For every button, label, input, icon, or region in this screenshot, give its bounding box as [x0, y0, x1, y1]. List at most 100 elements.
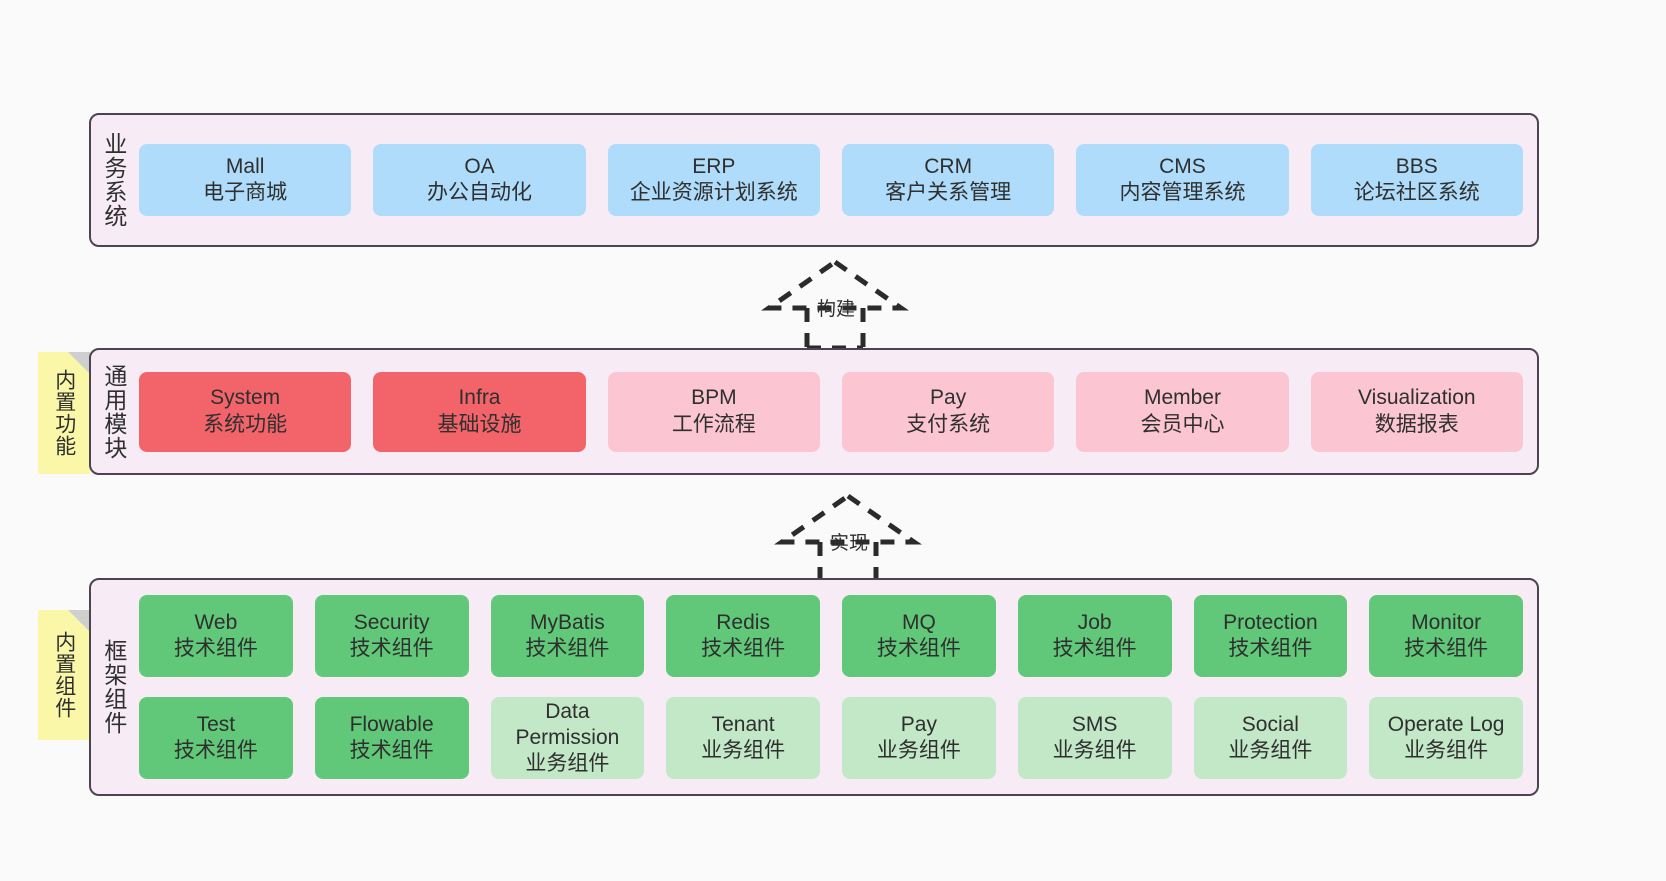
node-name: Member [1143, 386, 1221, 410]
node-oa[interactable]: OA 办公自动化 [373, 144, 586, 216]
node-desc: 技术组件 [349, 739, 434, 762]
node-system[interactable]: System 系统功能 [139, 371, 352, 452]
layer-common-modules: 通用模块 System 系统功能 Infra 基础设施 BPM 工作流程 Pay… [89, 348, 1539, 475]
node-web[interactable]: Web 技术组件 [139, 595, 293, 677]
node-name: Monitor [1411, 610, 1482, 634]
node-desc: 会员中心 [1140, 412, 1225, 436]
node-name: CRM [924, 154, 973, 178]
node-desc: 系统功能 [203, 412, 288, 436]
node-desc: 业务组件 [1404, 739, 1489, 762]
node-job[interactable]: Job 技术组件 [1017, 595, 1172, 677]
connector-build-label: 构建 [817, 299, 856, 320]
node-name: SMS [1071, 712, 1118, 736]
node-flowable[interactable]: Flowable 技术组件 [314, 697, 469, 779]
layer-row: Mall 电子商城 OA 办公自动化 ERP 企业资源计划系统 CRM 客户关系… [139, 144, 1523, 216]
layer-business-systems: 业务系统 Mall 电子商城 OA 办公自动化 ERP 企业资源计划系统 CRM… [89, 113, 1539, 247]
layer-row: Web 技术组件 Security 技术组件 MyBatis 技术组件 Redi… [139, 595, 1523, 677]
node-name: MQ [901, 610, 936, 634]
connector-implement-label: 实现 [830, 533, 869, 554]
layer-framework-components: 框架组件 Web 技术组件 Security 技术组件 MyBatis 技术组件… [89, 578, 1539, 796]
node-infra[interactable]: Infra 基础设施 [373, 371, 586, 452]
node-desc: 技术组件 [173, 739, 258, 762]
node-desc: 业务组件 [525, 752, 610, 776]
node-mall[interactable]: Mall 电子商城 [139, 144, 352, 216]
node-bpm[interactable]: BPM 工作流程 [607, 371, 820, 452]
node-tenant[interactable]: Tenant 业务组件 [666, 697, 820, 779]
node-monitor[interactable]: Monitor 技术组件 [1369, 595, 1523, 677]
node-desc: 电子商城 [203, 181, 288, 204]
node-name: Operate Log [1387, 712, 1505, 736]
node-name: Job [1077, 610, 1112, 634]
layer-title-common-modules: 通用模块 [100, 363, 127, 460]
node-social[interactable]: Social 业务组件 [1193, 697, 1348, 779]
node-name: Security [353, 610, 430, 634]
node-desc: 办公自动化 [426, 181, 532, 204]
node-desc: 技术组件 [1052, 637, 1137, 660]
node-desc: 基础设施 [437, 412, 522, 436]
layer-body-framework-components: Web 技术组件 Security 技术组件 MyBatis 技术组件 Redi… [135, 580, 1537, 794]
node-desc: 业务组件 [1052, 739, 1137, 762]
node-desc: 技术组件 [876, 637, 961, 660]
node-member[interactable]: Member 会员中心 [1076, 371, 1289, 452]
node-desc: 支付系统 [906, 412, 991, 436]
node-desc: 技术组件 [173, 637, 258, 660]
node-redis[interactable]: Redis 技术组件 [666, 595, 820, 677]
node-name: Flowable [349, 712, 434, 736]
node-desc: 业务组件 [701, 739, 786, 762]
node-desc: 技术组件 [701, 637, 786, 660]
connector-implement-arrow: 实现 [768, 492, 928, 585]
node-test[interactable]: Test 技术组件 [139, 697, 293, 779]
node-desc: 客户关系管理 [885, 181, 1012, 204]
node-operate-log[interactable]: Operate Log 业务组件 [1369, 697, 1523, 779]
node-desc: 技术组件 [1228, 637, 1313, 660]
layer-body-common-modules: System 系统功能 Infra 基础设施 BPM 工作流程 Pay 支付系统… [135, 350, 1537, 473]
node-protection[interactable]: Protection 技术组件 [1193, 595, 1348, 677]
layer-body-business-systems: Mall 电子商城 OA 办公自动化 ERP 企业资源计划系统 CRM 客户关系… [135, 115, 1537, 245]
node-desc: 工作流程 [671, 412, 756, 436]
node-desc: 企业资源计划系统 [629, 181, 798, 204]
node-name: Visualization [1358, 386, 1476, 410]
node-name: Data Permission [515, 699, 620, 749]
layer-row: System 系统功能 Infra 基础设施 BPM 工作流程 Pay 支付系统… [139, 371, 1523, 452]
layer-row: Test 技术组件 Flowable 技术组件 Data Permission … [139, 697, 1523, 779]
node-name: BBS [1395, 154, 1438, 178]
node-name: BPM [691, 386, 737, 410]
layer-title-framework-components: 框架组件 [100, 639, 127, 735]
node-name: Redis [716, 610, 770, 634]
node-cms[interactable]: CMS 内容管理系统 [1076, 144, 1289, 216]
node-erp[interactable]: ERP 企业资源计划系统 [607, 144, 820, 216]
note-builtin-functions: 内置功能 [38, 352, 90, 474]
node-name: MyBatis [530, 610, 605, 634]
node-security[interactable]: Security 技术组件 [314, 595, 469, 677]
node-crm[interactable]: CRM 客户关系管理 [841, 144, 1055, 216]
note-fold-corner-icon [68, 610, 90, 632]
node-mybatis[interactable]: MyBatis 技术组件 [490, 595, 645, 677]
node-name: Social [1241, 712, 1299, 736]
node-name: System [210, 386, 281, 410]
layer-title-business-systems: 业务系统 [100, 132, 127, 228]
connector-build-arrow: 构建 [755, 258, 915, 351]
node-mq[interactable]: MQ 技术组件 [842, 595, 996, 677]
node-name: Pay [930, 386, 967, 410]
node-pay-module[interactable]: Pay 支付系统 [841, 371, 1055, 452]
node-name: CMS [1159, 154, 1206, 178]
note-label: 内置组件 [52, 631, 76, 719]
node-name: OA [464, 154, 495, 178]
node-desc: 论坛社区系统 [1353, 181, 1480, 204]
node-name: ERP [692, 154, 736, 178]
node-desc: 内容管理系统 [1119, 181, 1246, 204]
node-sms[interactable]: SMS 业务组件 [1017, 697, 1172, 779]
node-name: Web [194, 610, 238, 634]
node-name: Mall [225, 154, 265, 178]
node-bbs[interactable]: BBS 论坛社区系统 [1310, 144, 1523, 216]
node-name: Pay [900, 712, 937, 736]
node-data-permission[interactable]: Data Permission 业务组件 [490, 697, 645, 779]
node-name: Tenant [711, 712, 775, 736]
node-desc: 技术组件 [349, 637, 434, 660]
node-desc: 技术组件 [525, 637, 610, 660]
node-desc: 业务组件 [876, 739, 961, 762]
node-visualization[interactable]: Visualization 数据报表 [1310, 371, 1523, 452]
note-builtin-components: 内置组件 [38, 610, 90, 740]
node-pay-component[interactable]: Pay 业务组件 [842, 697, 996, 779]
